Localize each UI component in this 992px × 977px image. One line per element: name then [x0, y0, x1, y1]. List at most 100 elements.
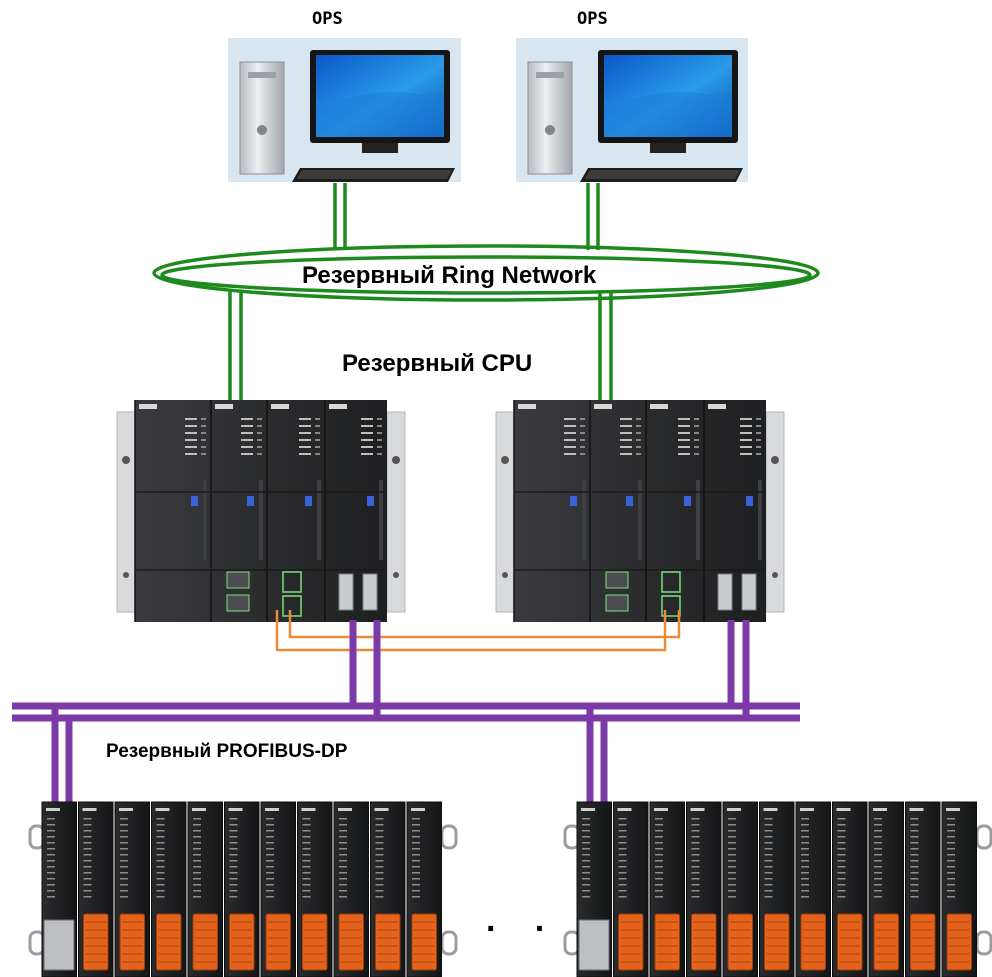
channel-label [837, 896, 846, 898]
rack-bracket-right [386, 411, 406, 613]
channel-label [412, 848, 420, 850]
channel-label [801, 842, 809, 844]
channel-label [655, 854, 663, 856]
channel-label [83, 896, 92, 898]
channel-label [193, 866, 201, 868]
channel-label [655, 848, 663, 850]
fiber-port [661, 595, 681, 617]
channel-label [120, 848, 128, 850]
channel-label [874, 848, 882, 850]
channel-label [764, 848, 773, 850]
dp-connector [741, 573, 757, 611]
led-label [564, 446, 576, 448]
channel-label [618, 866, 627, 868]
brand-plate [265, 808, 279, 811]
terminal-block [192, 913, 218, 971]
brand-plate [329, 404, 347, 409]
channel-label [229, 860, 238, 862]
led [257, 439, 262, 441]
brand-plate [192, 808, 206, 811]
ops-label-left: OPS [312, 9, 343, 29]
channel-label [339, 836, 347, 838]
led [694, 418, 699, 420]
channel-label [47, 854, 55, 856]
terminal-block [229, 913, 255, 971]
channel-label [229, 848, 238, 850]
channel-label [375, 884, 384, 886]
channel-label [764, 866, 773, 868]
channel-label [302, 896, 311, 898]
terminal-block [800, 913, 826, 971]
brand-plate [617, 808, 632, 811]
channel-label [910, 878, 919, 880]
sync-cables [275, 610, 681, 652]
led-label [740, 446, 752, 448]
channel-label [193, 878, 201, 880]
channel-label [193, 836, 201, 838]
channel-label [83, 854, 92, 856]
channel-label [156, 836, 165, 838]
brand-plate [581, 808, 595, 811]
led [315, 432, 320, 434]
channel-label [412, 884, 420, 886]
channel-label [764, 836, 773, 838]
channel-label [582, 878, 590, 880]
channel-label [801, 848, 809, 850]
channel-label [120, 824, 128, 826]
led [636, 439, 641, 441]
channel-label [229, 890, 238, 892]
terminal-block [302, 913, 328, 971]
status-display [191, 496, 198, 506]
channel-label [339, 842, 347, 844]
profibus-dp-bus [12, 620, 800, 802]
channel-label [618, 854, 627, 856]
io-rack-right [563, 801, 992, 977]
channel-label [655, 866, 663, 868]
channel-label [582, 830, 590, 832]
channel-label [910, 818, 919, 820]
channel-label [339, 854, 347, 856]
rack-bracket-left [495, 411, 515, 613]
channel-label [339, 824, 347, 826]
brand-plate [139, 404, 157, 409]
channel-label [412, 818, 420, 820]
channel-label [655, 890, 663, 892]
brand-plate [411, 808, 425, 811]
channel-label [412, 830, 420, 832]
led [315, 418, 320, 420]
channel-label [156, 896, 165, 898]
channel-label [947, 896, 955, 898]
channel-label [655, 896, 663, 898]
terminal-block [156, 913, 182, 971]
terminal-block [375, 913, 401, 971]
channel-label [266, 824, 274, 826]
channel-label [837, 842, 846, 844]
channel-label [229, 842, 238, 844]
channel-label [229, 830, 238, 832]
channel-label [947, 860, 955, 862]
led [257, 425, 262, 427]
rj45-port [226, 571, 250, 589]
led-label [185, 418, 197, 420]
channel-label [47, 848, 55, 850]
brand-plate [338, 808, 352, 811]
channel-label [910, 884, 919, 886]
vent-strip [203, 480, 207, 560]
channel-label [375, 866, 384, 868]
channel-label [302, 854, 311, 856]
led [580, 418, 585, 420]
led-label [678, 446, 690, 448]
channel-label [764, 896, 773, 898]
led [636, 453, 641, 455]
channel-label [728, 866, 736, 868]
status-display [570, 496, 577, 506]
channel-label [47, 830, 55, 832]
channel-label [412, 836, 420, 838]
channel-label [837, 824, 846, 826]
channel-label [302, 830, 311, 832]
channel-label [655, 824, 663, 826]
channel-label [229, 884, 238, 886]
led-label [241, 439, 253, 441]
channel-label [120, 866, 128, 868]
channel-label [193, 860, 201, 862]
